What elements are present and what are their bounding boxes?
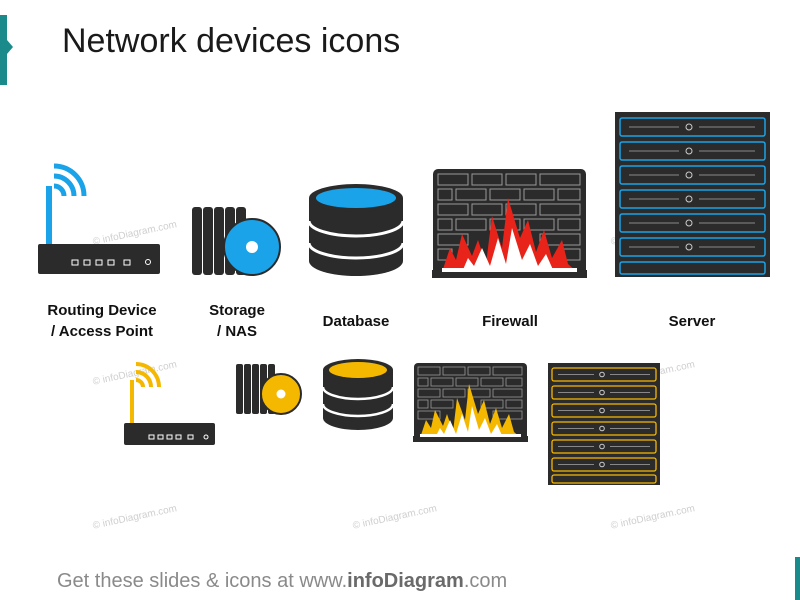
- accent-notch: [7, 40, 13, 54]
- label-storage-line1: Storage: [209, 302, 265, 319]
- footer-link[interactable]: Get these slides & icons at www.infoDiag…: [57, 570, 507, 593]
- page-title: Network devices icons: [62, 22, 401, 60]
- label-routing-device: Routing Device / Access Point: [40, 300, 164, 342]
- label-storage: Storage / NAS: [196, 300, 278, 342]
- firewall-icon-yellow: [413, 363, 528, 442]
- database-icon-yellow: [321, 359, 395, 430]
- label-server: Server: [668, 313, 716, 330]
- server-icon-blue: [615, 112, 770, 277]
- database-icon-blue: [307, 184, 405, 276]
- label-routing-line1: Routing Device: [47, 302, 157, 319]
- router-icon-yellow: [124, 362, 215, 445]
- router-icon-blue: [38, 163, 160, 274]
- storage-icon-blue: [192, 207, 281, 276]
- label-firewall: Firewall: [482, 313, 538, 330]
- label-storage-line2: / NAS: [216, 323, 257, 340]
- footer-prefix: Get these slides & icons at www.: [57, 570, 348, 592]
- watermark: © infoDiagram.com: [609, 503, 696, 532]
- label-routing-line2: / Access Point: [51, 323, 153, 340]
- watermark: © infoDiagram.com: [91, 503, 178, 532]
- watermark: © infoDiagram.com: [351, 503, 438, 532]
- footer-suffix: .com: [463, 570, 508, 592]
- accent-bar-right: [795, 557, 800, 600]
- server-icon-yellow: [548, 363, 660, 485]
- storage-icon-yellow: [236, 364, 302, 415]
- label-database: Database: [322, 313, 390, 330]
- firewall-icon-red: [432, 169, 587, 278]
- footer-brand: infoDiagram: [347, 570, 464, 592]
- accent-bar-left: [0, 15, 7, 85]
